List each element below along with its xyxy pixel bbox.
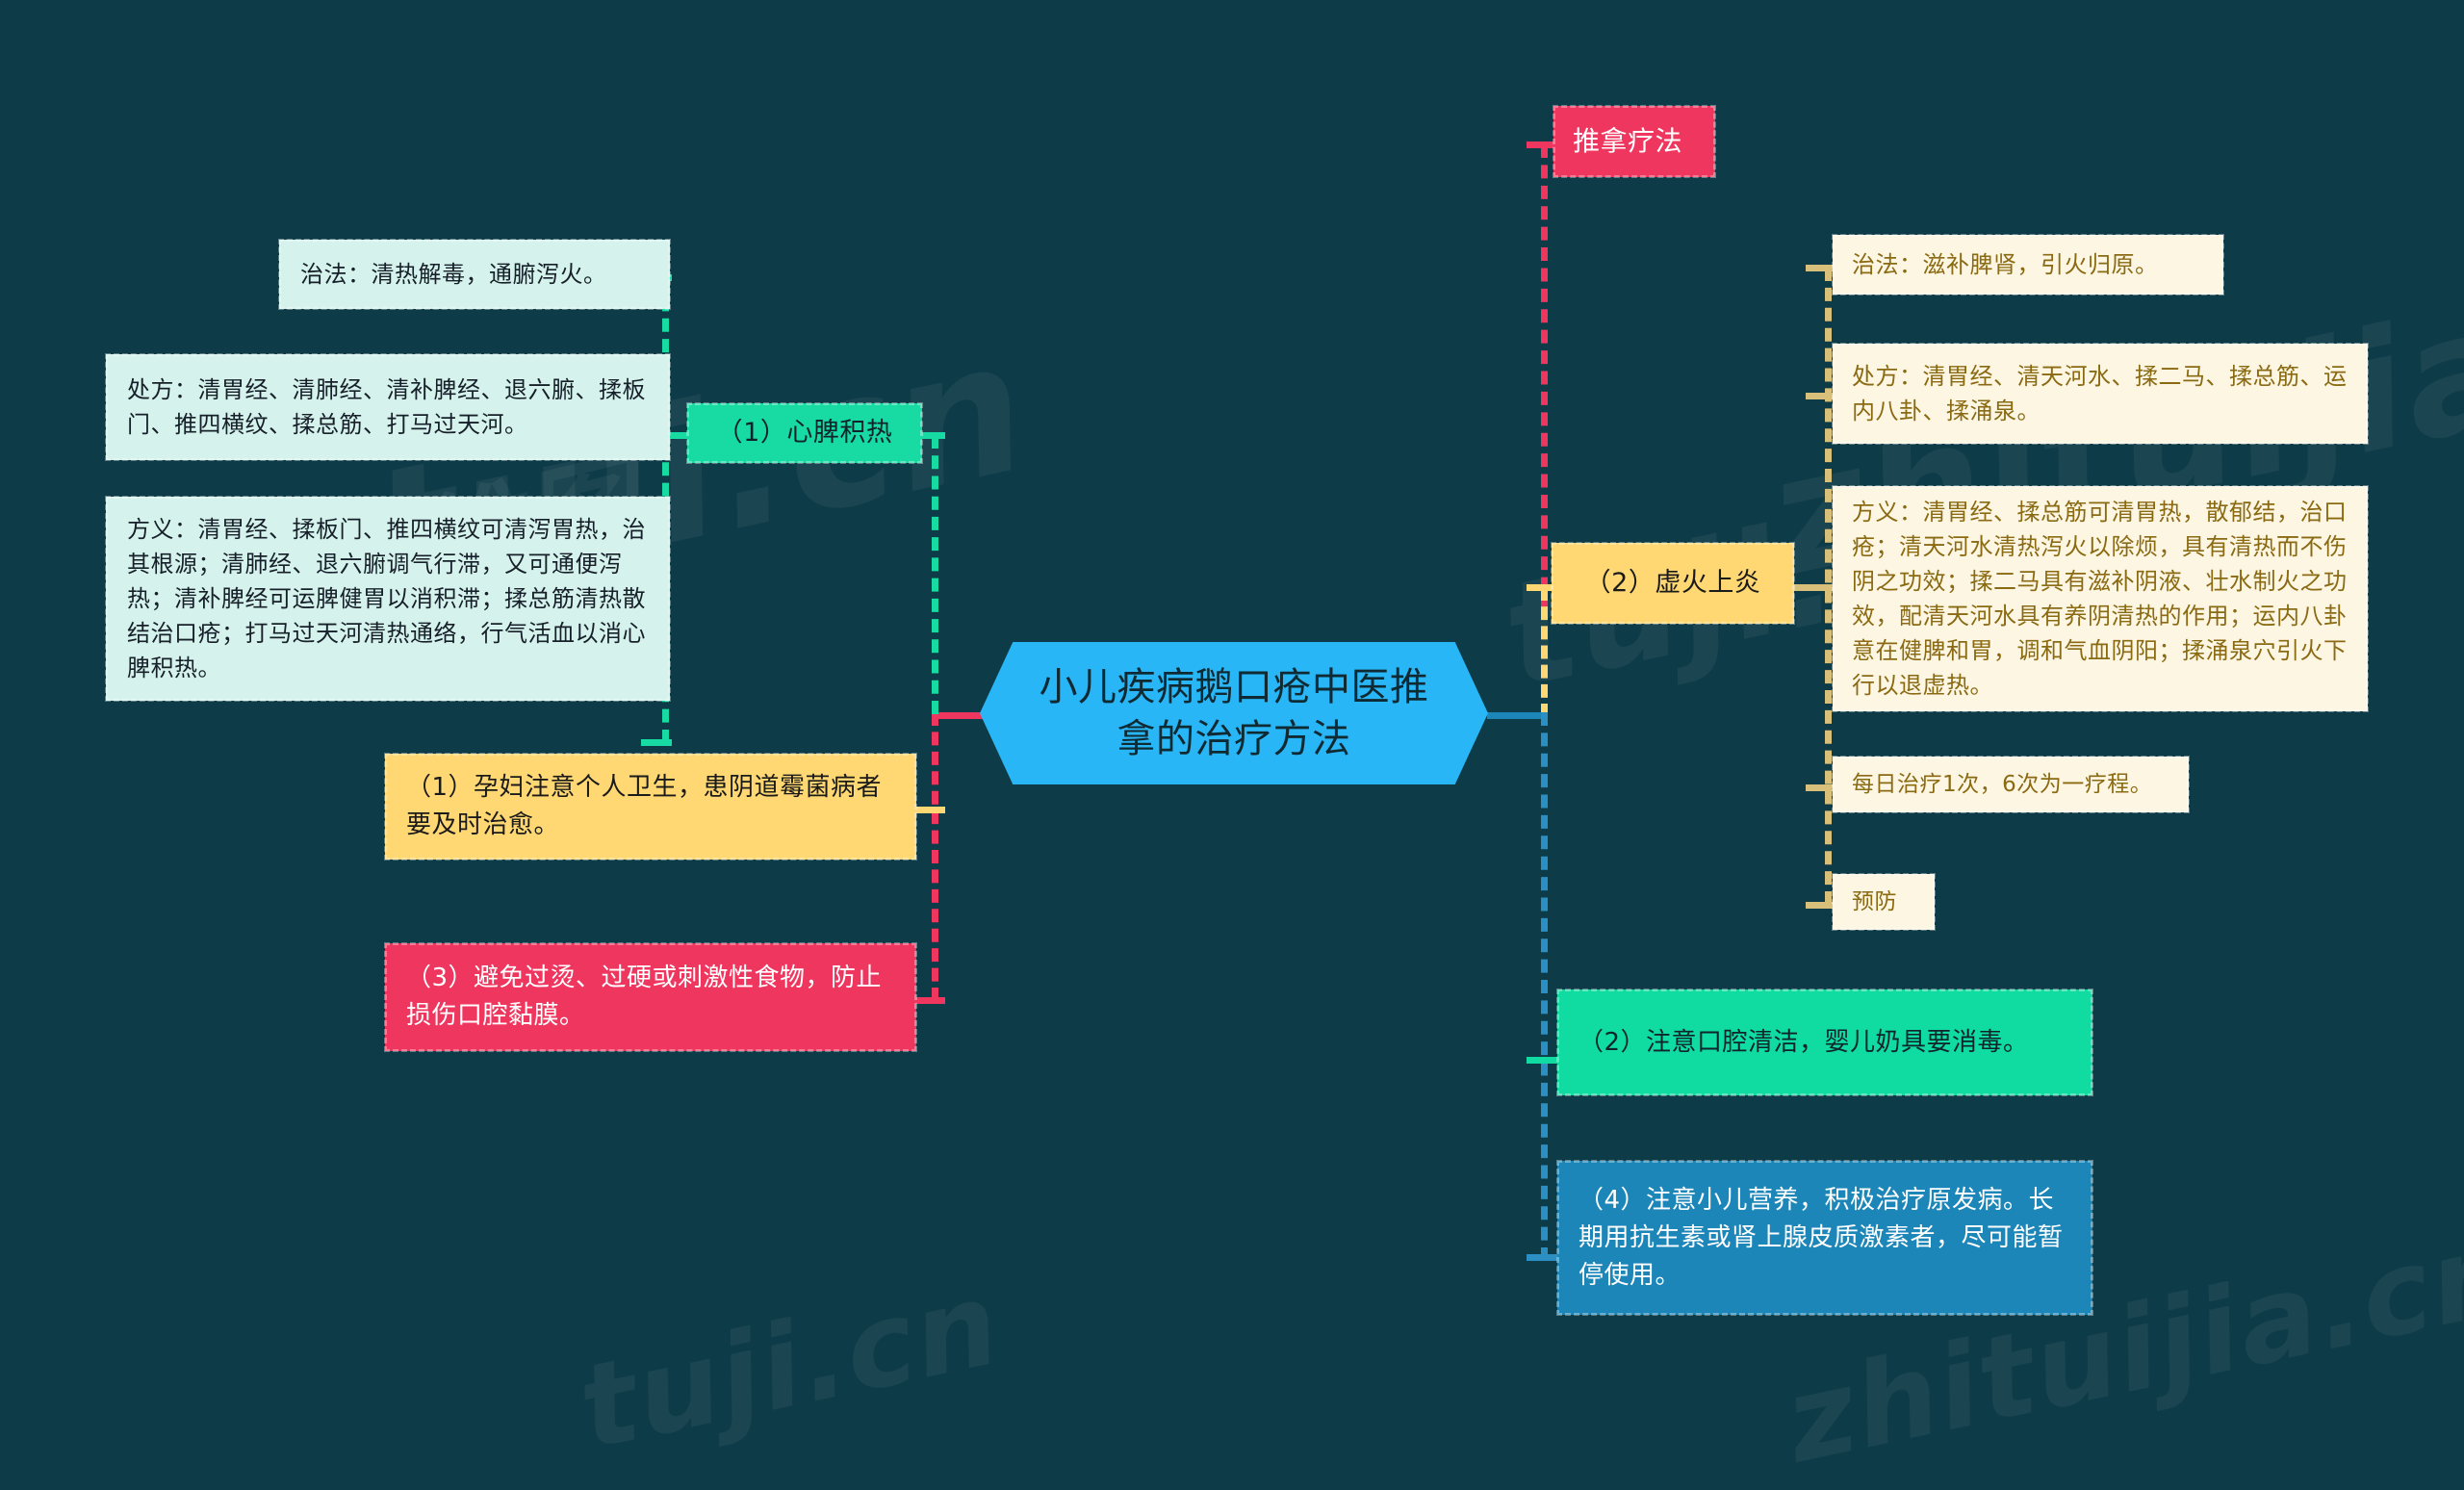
connector-center-left (934, 712, 991, 719)
connector-stub-right-detail-5 (1806, 902, 1835, 909)
center-node-title: 小儿疾病鹅口疮中医推拿的治疗方法 (1039, 665, 1429, 761)
node-right-prevention-4-label: （4）注意小儿营养，积极治疗原发病。长期用抗生素或肾上腺皮质激素者，尽可能暂停使… (1578, 1185, 2064, 1290)
node-right-detail-1[interactable]: 治法：滋补脾肾，引火归原。 (1832, 234, 2224, 295)
connector-left-spine-green (932, 435, 938, 714)
node-left-detail-3-label: 方义：清胃经、揉板门、推四横纹可清泻胃热，治其根源；清肺经、退六腑调气行滞，又可… (127, 516, 646, 681)
connector-stub-right-method (1527, 141, 1557, 148)
connector-right-spine-yellow (1541, 587, 1548, 717)
node-right-detail-2[interactable]: 处方：清胃经、清天河水、揉二马、揉总筋、运内八卦、揉涌泉。 (1832, 343, 2369, 445)
node-right-prevention-2-label: （2）注意口腔清洁，婴儿奶具要消毒。 (1578, 1027, 2029, 1057)
connector-stub-left-topic (909, 432, 945, 439)
node-left-detail-1[interactable]: 治法：清热解毒，通腑泻火。 (278, 239, 671, 310)
node-right-detail-5[interactable]: 预防 (1832, 873, 1936, 931)
connector-stub-left-prev3 (909, 997, 945, 1004)
connector-stub-right-detail-3 (1806, 584, 1835, 591)
connector-stub-right-prev2 (1527, 1057, 1557, 1064)
connector-left-spine-pink (932, 712, 938, 1001)
node-right-detail-2-label: 处方：清胃经、清天河水、揉二马、揉总筋、运内八卦、揉涌泉。 (1852, 363, 2348, 424)
node-left-prevention-3-label: （3）避免过烫、过硬或刺激性食物，防止损伤口腔黏膜。 (406, 963, 883, 1030)
node-right-topic[interactable]: （2）虚火上炎 (1551, 542, 1795, 625)
node-right-detail-3-label: 方义：清胃经、揉总筋可清胃热，散郁结，治口疮；清天河水清热泻火以除烦，具有清热而… (1852, 499, 2348, 699)
connector-stub-right-prev4 (1527, 1254, 1557, 1261)
node-right-detail-3[interactable]: 方义：清胃经、揉总筋可清胃热，散郁结，治口疮；清天河水清热泻火以除烦，具有清热而… (1832, 485, 2369, 712)
node-left-detail-3[interactable]: 方义：清胃经、揉板门、推四横纹可清泻胃热，治其根源；清肺经、退六腑调气行滞，又可… (105, 496, 671, 702)
node-left-topic-label: （1）心脾积热 (716, 417, 893, 448)
node-right-topic-label: （2）虚火上炎 (1584, 567, 1761, 598)
node-left-detail-1-label: 治法：清热解毒，通腑泻火。 (300, 261, 607, 288)
node-right-detail-5-label: 预防 (1852, 888, 1897, 914)
connector-stub-right-topic (1527, 584, 1557, 591)
node-right-detail-1-label: 治法：滋补脾肾，引火归原。 (1852, 251, 2159, 278)
connector-stub-right-detail-4 (1806, 784, 1835, 791)
node-left-topic[interactable]: （1）心脾积热 (686, 402, 923, 464)
node-left-prevention-1-label: （1）孕妇注意个人卫生，患阴道霉菌病者要及时治愈。 (406, 773, 883, 839)
node-left-prevention-1[interactable]: （1）孕妇注意个人卫生，患阴道霉菌病者要及时治愈。 (384, 753, 917, 861)
connector-right-spine-blue (1541, 712, 1548, 1261)
node-left-prevention-3[interactable]: （3）避免过烫、过硬或刺激性食物，防止损伤口腔黏膜。 (384, 942, 917, 1052)
connector-stub-left-detail-3 (641, 739, 672, 746)
connector-stub-right-detail-2 (1806, 393, 1835, 399)
node-right-detail-4[interactable]: 每日治疗1次，6次为一疗程。 (1832, 756, 2190, 813)
node-right-method[interactable]: 推拿疗法 (1553, 105, 1716, 178)
node-left-detail-2[interactable]: 处方：清胃经、清肺经、清补脾经、退六腑、揉板门、推四横纹、揉总筋、打马过天河。 (105, 353, 671, 461)
connector-right-spine-pink (1541, 144, 1548, 611)
center-node[interactable]: 小儿疾病鹅口疮中医推拿的治疗方法 (980, 642, 1488, 784)
node-right-method-label: 推拿疗法 (1573, 125, 1683, 157)
node-right-prevention-2[interactable]: （2）注意口腔清洁，婴儿奶具要消毒。 (1556, 989, 2093, 1096)
node-right-prevention-4[interactable]: （4）注意小儿营养，积极治疗原发病。长期用抗生素或肾上腺皮质激素者，尽可能暂停使… (1556, 1160, 2093, 1316)
node-left-detail-2-label: 处方：清胃经、清肺经、清补脾经、退六腑、揉板门、推四横纹、揉总筋、打马过天河。 (127, 376, 646, 438)
connector-stub-right-detail-1 (1806, 265, 1835, 271)
node-right-detail-4-label: 每日治疗1次，6次为一疗程。 (1852, 771, 2153, 797)
watermark-text: tuji.cn (568, 1256, 1012, 1477)
connector-stub-left-prev1 (909, 807, 945, 813)
connector-center-right (1487, 712, 1545, 719)
